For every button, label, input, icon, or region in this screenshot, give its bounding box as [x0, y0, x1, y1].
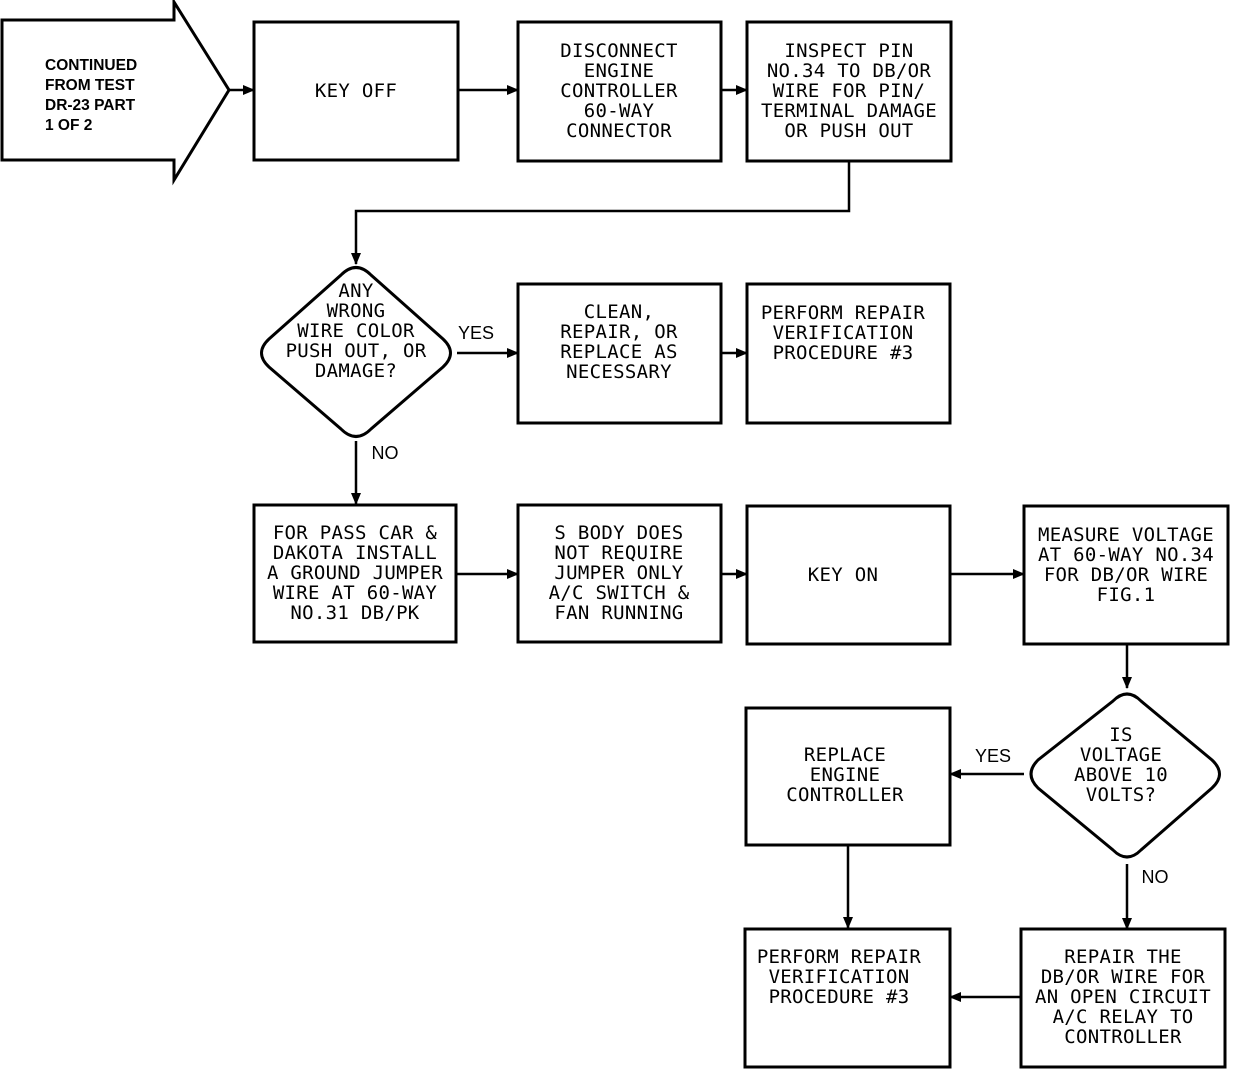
inspect-line: WIRE FOR PIN/ — [773, 80, 926, 102]
repair-wire-line: AN OPEN CIRCUIT — [1035, 986, 1211, 1008]
s-body-text: S BODY DOES NOT REQUIRE JUMPER ONLY A/C … — [549, 522, 690, 624]
disconnect-line: ENGINE — [584, 60, 654, 82]
verify2-line: VERIFICATION — [769, 966, 910, 988]
verify2-line: PROCEDURE #3 — [769, 986, 910, 1008]
pass-car-text: FOR PASS CAR & DAKOTA INSTALL A GROUND J… — [267, 522, 443, 624]
measure-text: MEASURE VOLTAGE AT 60-WAY NO.34 FOR DB/O… — [1038, 524, 1214, 606]
box-s-body — [516, 503, 723, 644]
verify2-text: PERFORM REPAIR VERIFICATION PROCEDURE #3 — [757, 946, 922, 1008]
label-yes-1: YES — [458, 323, 494, 343]
box-key-off — [252, 20, 460, 162]
decision2-line: VOLTS? — [1086, 784, 1156, 806]
key-on-text: KEY ON — [808, 564, 878, 586]
box-pass-car — [252, 503, 458, 644]
repair-wire-line: CONTROLLER — [1064, 1026, 1182, 1048]
clean-line: CLEAN, — [584, 301, 654, 323]
inspect-line: NO.34 TO DB/OR — [767, 60, 932, 82]
decision1-line: WRONG — [327, 300, 386, 322]
pass-car-line: FOR PASS CAR & — [273, 522, 438, 544]
repair-wire-line: DB/OR WIRE FOR — [1041, 966, 1206, 988]
decision-wrong-wire — [260, 266, 452, 438]
verify1-line: PROCEDURE #3 — [773, 342, 914, 364]
inspect-line: TERMINAL DAMAGE — [761, 100, 937, 122]
s-body-line: A/C SWITCH & — [549, 582, 690, 604]
label-no-1: NO — [372, 443, 399, 463]
label-no-2: NO — [1142, 867, 1169, 887]
repair-wire-line: A/C RELAY TO — [1053, 1006, 1194, 1028]
decision-voltage — [1029, 692, 1221, 859]
decision1-text: ANY WRONG WIRE COLOR PUSH OUT, OR DAMAGE… — [286, 280, 427, 382]
decision1-line: ANY — [338, 280, 373, 302]
inspect-line: INSPECT PIN — [784, 40, 913, 62]
s-body-line: NOT REQUIRE — [554, 542, 683, 564]
disconnect-line: CONTROLLER — [560, 80, 678, 102]
measure-line: AT 60-WAY NO.34 — [1038, 544, 1214, 566]
box-disconnect — [516, 20, 723, 163]
pass-car-line: WIRE AT 60-WAY — [273, 582, 438, 604]
edge-inspect-decision1 — [351, 161, 851, 265]
verify1-line: VERIFICATION — [773, 322, 914, 344]
decision2-text: IS VOLTAGE ABOVE 10 VOLTS? — [1074, 724, 1168, 806]
disconnect-line: CONNECTOR — [566, 120, 672, 142]
label-yes-2: YES — [975, 746, 1011, 766]
pass-car-line: A GROUND JUMPER — [267, 562, 443, 584]
measure-line: FIG.1 — [1097, 584, 1156, 606]
replace-line: CONTROLLER — [786, 784, 904, 806]
decision2-line: ABOVE 10 — [1074, 764, 1168, 786]
replace-text: REPLACE ENGINE CONTROLLER — [786, 744, 904, 806]
measure-line: FOR DB/OR WIRE — [1044, 564, 1208, 586]
box-replace-controller — [744, 706, 952, 847]
verify1-text: PERFORM REPAIR VERIFICATION PROCEDURE #3 — [761, 302, 926, 364]
measure-line: MEASURE VOLTAGE — [1038, 524, 1214, 546]
box-verify-2 — [743, 927, 952, 1069]
repair-wire-line: REPAIR THE — [1064, 946, 1181, 968]
disconnect-text: DISCONNECT ENGINE CONTROLLER 60-WAY CONN… — [560, 40, 678, 142]
decision2-line: VOLTAGE — [1080, 744, 1162, 766]
start-arrow-shape — [0, 0, 231, 186]
inspect-line: OR PUSH OUT — [784, 120, 913, 142]
verify1-line: PERFORM REPAIR — [761, 302, 926, 324]
s-body-line: S BODY DOES — [554, 522, 683, 544]
start-line: CONTINUED — [45, 57, 137, 74]
clean-line: REPAIR, OR — [560, 321, 678, 343]
s-body-line: FAN RUNNING — [554, 602, 683, 624]
decision1-line: PUSH OUT, OR — [286, 340, 427, 362]
inspect-text: INSPECT PIN NO.34 TO DB/OR WIRE FOR PIN/… — [761, 40, 937, 142]
pass-car-line: NO.31 DB/PK — [290, 602, 419, 624]
start-text: CONTINUED FROM TEST DR-23 PART 1 OF 2 — [45, 57, 137, 134]
box-clean — [516, 282, 723, 425]
box-measure — [1022, 504, 1230, 646]
disconnect-line: 60-WAY — [584, 100, 655, 122]
clean-line: NECESSARY — [566, 361, 672, 383]
start-line: DR-23 PART — [45, 97, 136, 114]
replace-line: ENGINE — [810, 764, 880, 786]
clean-text: CLEAN, REPAIR, OR REPLACE AS NECESSARY — [560, 301, 678, 383]
start-line: 1 OF 2 — [45, 117, 92, 134]
s-body-line: JUMPER ONLY — [554, 562, 683, 584]
repair-wire-text: REPAIR THE DB/OR WIRE FOR AN OPEN CIRCUI… — [1035, 946, 1211, 1048]
pass-car-line: DAKOTA INSTALL — [273, 542, 437, 564]
box-key-on — [745, 504, 952, 646]
decision2-line: IS — [1109, 724, 1132, 746]
start-line: FROM TEST — [45, 77, 135, 94]
box-inspect — [745, 20, 953, 163]
disconnect-line: DISCONNECT — [560, 40, 677, 62]
box-verify-1 — [745, 282, 952, 425]
clean-line: REPLACE AS — [560, 341, 677, 363]
verify2-line: PERFORM REPAIR — [757, 946, 922, 968]
box-repair-wire — [1019, 927, 1227, 1069]
replace-line: REPLACE — [804, 744, 886, 766]
decision1-line: DAMAGE? — [315, 360, 397, 382]
key-off-text: KEY OFF — [315, 80, 397, 102]
decision1-line: WIRE COLOR — [297, 320, 415, 342]
